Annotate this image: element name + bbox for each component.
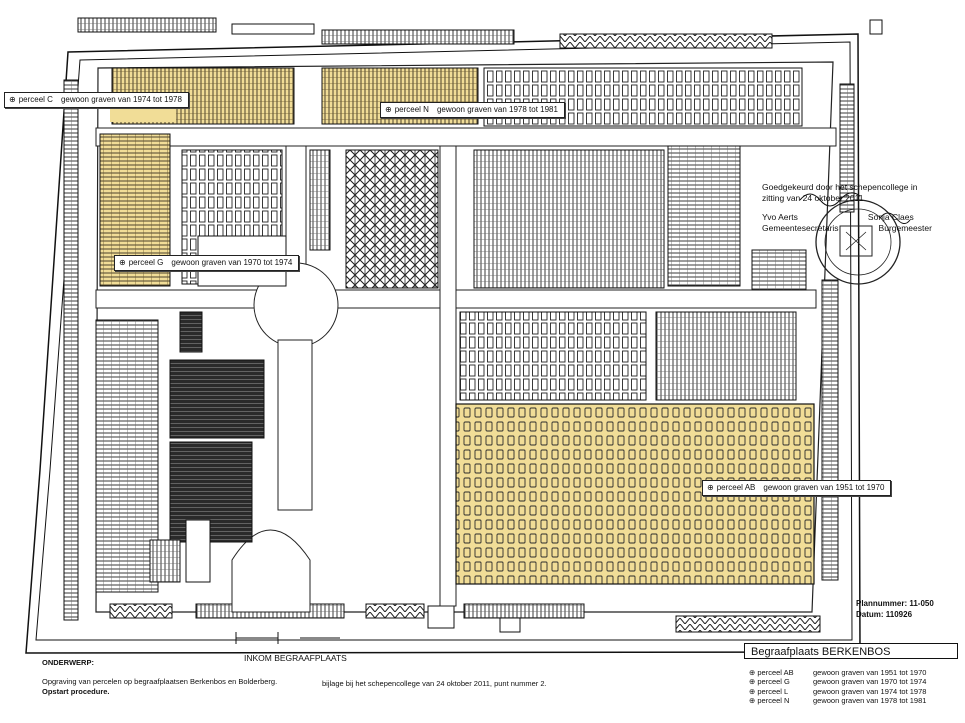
callout-parcel-ab-desc: gewoon graven van 1951 tot 1970: [763, 483, 885, 492]
edge-grave-strips: [63, 17, 883, 633]
approval-note: Goedgekeurd door het schepencollege in z…: [762, 182, 917, 204]
subject-line-1: Opgraving van percelen op begraafplaatse…: [42, 677, 278, 686]
callout-marker-icon: ⊕: [707, 483, 714, 492]
approval-line-2: zitting van 24 oktober 2011: [762, 193, 864, 203]
signatory-1-name: Yvo Aerts: [762, 212, 798, 222]
callout-parcel-n-label: perceel N: [394, 105, 429, 114]
approval-line-1: Goedgekeurd door het schepencollege in: [762, 182, 918, 192]
plan-meta: Plannummer: 11-050 Datum: 110926: [856, 598, 934, 620]
legend-title: Begraafplaats BERKENBOS: [744, 643, 958, 659]
legend-label: perceel N: [757, 695, 790, 705]
entrance-markers: [235, 632, 340, 644]
callout-parcel-ab-label: perceel AB: [716, 483, 756, 492]
callout-marker-icon: ⊕: [119, 258, 126, 267]
signatory-1-role: Gemeentesecretaris: [762, 223, 839, 233]
legend-label: perceel L: [757, 686, 789, 696]
signatory-2-name: Sonja Claes: [867, 212, 914, 222]
callout-parcel-n-desc: gewoon graven van 1978 tot 1981: [436, 105, 558, 114]
callout-parcel-g-label: perceel G: [128, 258, 164, 267]
municipal-seal: [815, 199, 901, 285]
callout-parcel-g: ⊕perceel G gewoon graven van 1970 tot 197…: [114, 255, 300, 271]
callout-parcel-ab: ⊕perceel AB gewoon graven van 1951 tot 19…: [702, 480, 892, 496]
callout-marker-icon: ⊕: [9, 95, 16, 104]
walkways: [95, 127, 837, 613]
legend-label: perceel G: [757, 677, 790, 687]
callout-parcel-c-desc: gewoon graven van 1974 tot 1978: [60, 95, 182, 104]
callout-parcel-g-desc: gewoon graven van 1970 tot 1974: [171, 258, 293, 267]
lower-right-grave-blocks: [459, 311, 797, 401]
legend-desc: gewoon graven van 1951 tot 1970: [813, 668, 927, 677]
approval-signatories: Yvo Aerts Sonja Claes Gemeentesecretaris B…: [762, 212, 932, 234]
callout-parcel-c-label: perceel C: [18, 95, 53, 104]
subject-header: ONDERWERP:: [42, 658, 94, 667]
lower-left-grave-blocks: [95, 311, 265, 593]
entrance-label: INKOM BEGRAAFPLAATS: [244, 653, 347, 663]
plan-date: Datum: 110926: [856, 610, 913, 619]
signatures: [799, 192, 911, 224]
legend-desc: gewoon graven van 1970 tot 1974: [813, 677, 927, 687]
bijlage-note: bijlage bij het schepencollege van 24 ok…: [322, 679, 547, 688]
plan-number: Plannummer: 11-050: [856, 599, 934, 608]
legend-desc: gewoon graven van 1978 tot 1981: [813, 695, 927, 705]
subject-block: ONDERWERP: Opgraving van percelen op beg…: [42, 658, 277, 697]
signatory-2-role: Burgemeester: [878, 223, 932, 233]
callout-parcel-n: ⊕perceel N gewoon graven van 1978 tot 198…: [380, 102, 565, 118]
legend-label: perceel AB: [757, 668, 794, 677]
callout-parcel-c: ⊕perceel C gewoon graven van 1974 tot 197…: [4, 92, 189, 108]
subject-line-2: Opstart procedure.: [42, 687, 110, 696]
callout-marker-icon: ⊕: [385, 105, 392, 114]
legend-desc: gewoon graven van 1974 tot 1978: [813, 686, 927, 696]
